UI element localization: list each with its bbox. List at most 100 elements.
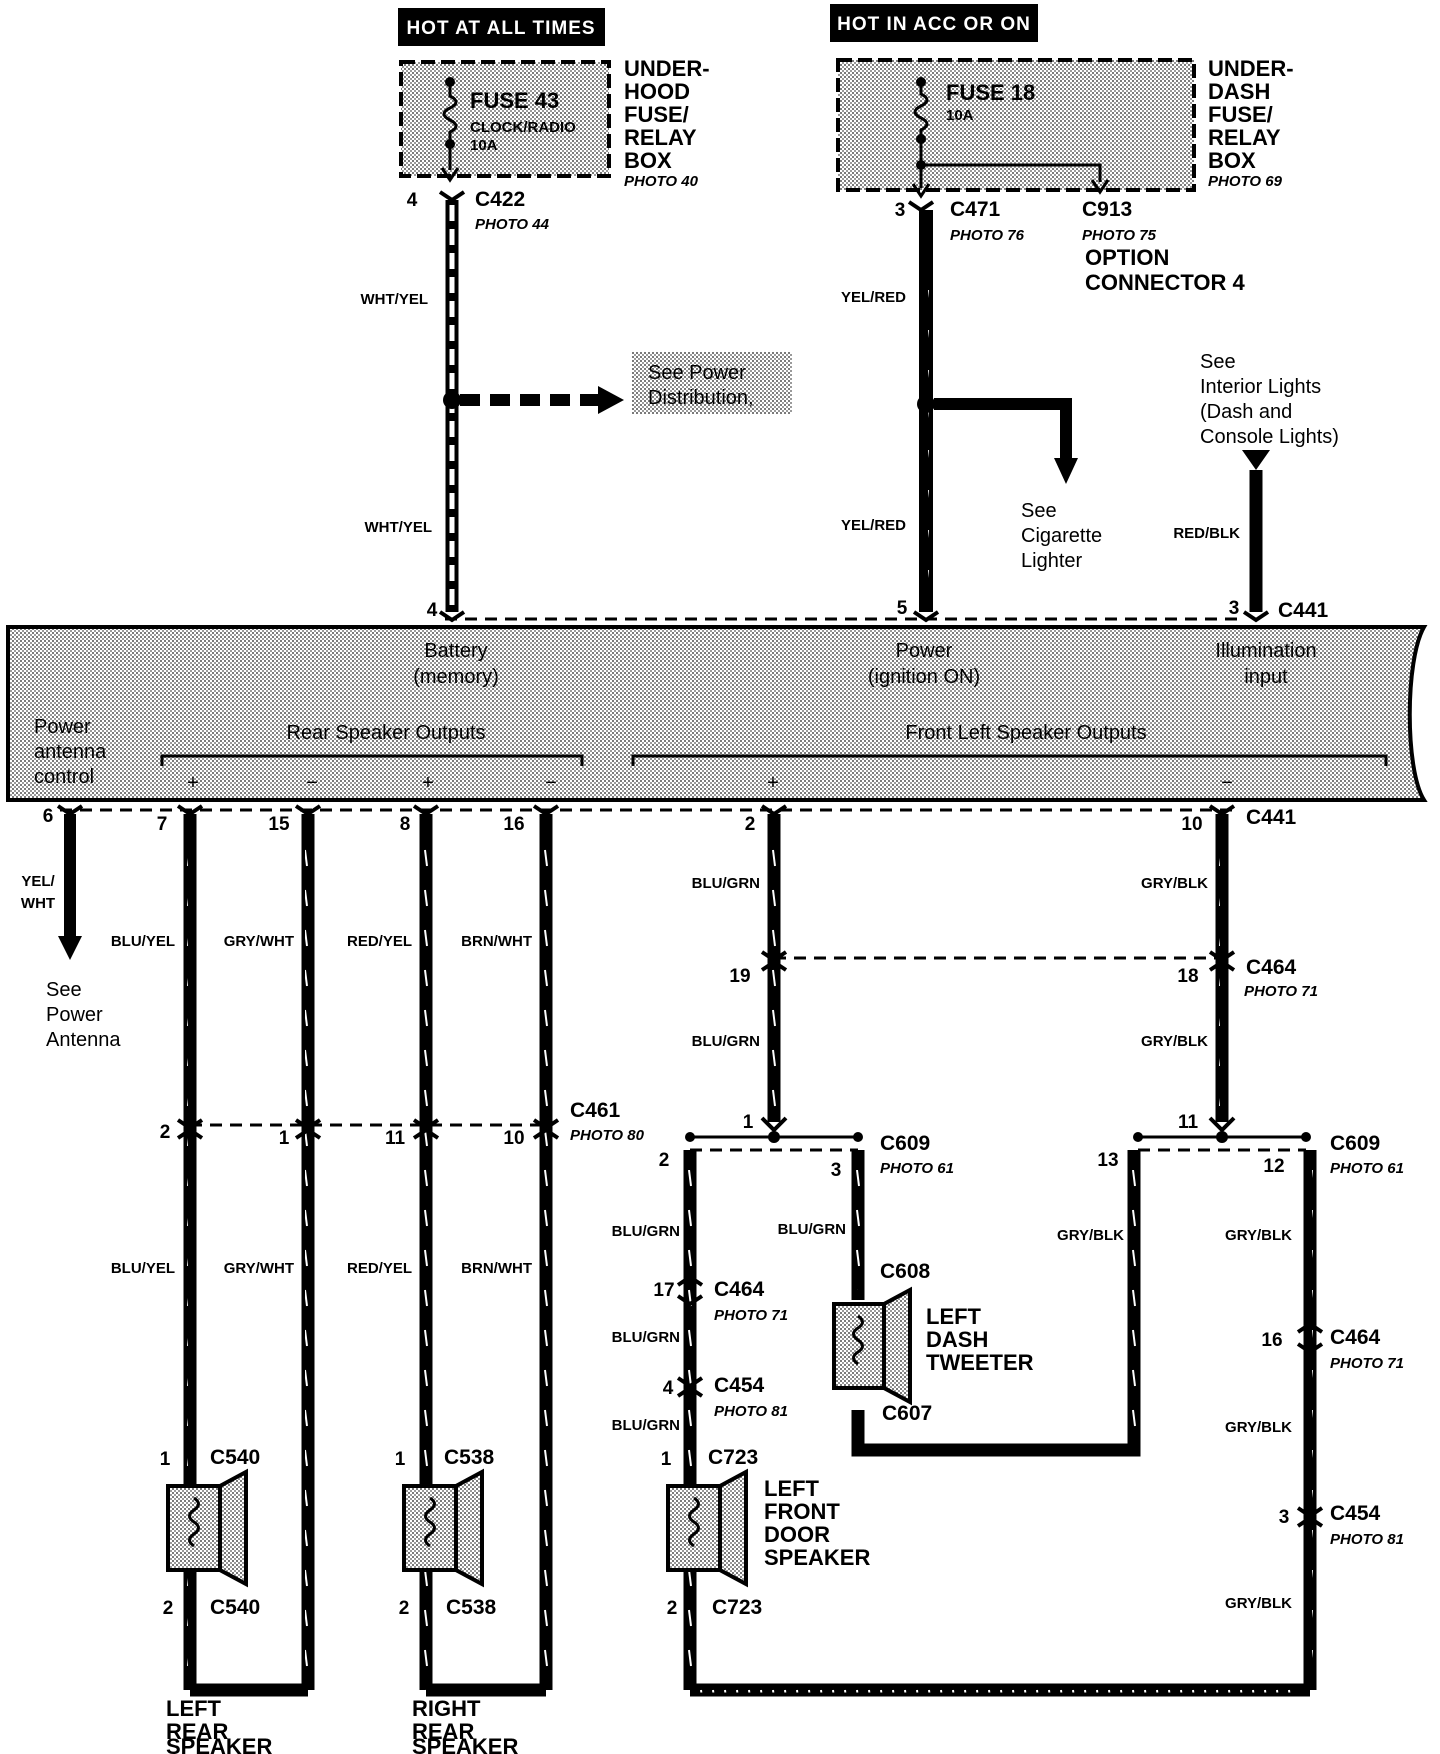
svg-text:antenna: antenna <box>34 741 107 763</box>
see-power-distribution-note: See Power Distribution, <box>632 352 792 414</box>
svg-text:4: 4 <box>407 190 418 211</box>
svg-text:LEFT: LEFT <box>764 1476 820 1501</box>
svg-text:PHOTO 40: PHOTO 40 <box>624 173 699 190</box>
svg-text:See: See <box>1021 500 1057 522</box>
tweeter-feed: BLU/GRN C608 GRY/BLK C607 <box>778 1150 1141 1457</box>
svg-text:GRY/WHT: GRY/WHT <box>224 1260 294 1277</box>
underdash-box-label: UNDER- DASH FUSE/ RELAY BOX PHOTO 69 <box>1208 56 1294 190</box>
svg-text:16: 16 <box>503 814 524 835</box>
svg-text:3: 3 <box>831 1160 842 1181</box>
svg-text:C538: C538 <box>444 1446 495 1469</box>
svg-text:19: 19 <box>729 966 750 987</box>
svg-text:Distribution,: Distribution, <box>648 387 754 409</box>
svg-text:BLU/YEL: BLU/YEL <box>111 1260 175 1277</box>
svg-text:PHOTO 71: PHOTO 71 <box>1330 1355 1404 1372</box>
svg-text:GRY/BLK: GRY/BLK <box>1225 1595 1292 1612</box>
svg-text:Antenna: Antenna <box>46 1029 121 1051</box>
svg-text:Battery: Battery <box>424 640 487 662</box>
svg-text:Console Lights): Console Lights) <box>1200 426 1339 448</box>
svg-text:UNDER-: UNDER- <box>1208 56 1294 81</box>
svg-text:FUSE/: FUSE/ <box>1208 102 1273 127</box>
c464-connector-top: 19 18 C464 PHOTO 71 <box>729 950 1318 1000</box>
svg-text:PHOTO 44: PHOTO 44 <box>475 216 550 233</box>
svg-text:REAR: REAR <box>412 1719 474 1744</box>
svg-text:WHT/YEL: WHT/YEL <box>365 519 433 536</box>
svg-text:2: 2 <box>667 1598 678 1619</box>
svg-text:PHOTO 71: PHOTO 71 <box>714 1307 788 1324</box>
svg-text:6: 6 <box>43 806 54 827</box>
svg-text:−: − <box>306 772 318 794</box>
svg-text:RELAY: RELAY <box>1208 125 1281 150</box>
svg-text:3: 3 <box>1229 598 1240 619</box>
svg-text:GRY/BLK: GRY/BLK <box>1141 875 1208 892</box>
svg-text:1: 1 <box>743 1112 754 1133</box>
right-rear-speaker: 1 C538 2 C538 RIGHT REAR SPEAKER <box>395 1446 546 1754</box>
svg-text:BRN/WHT: BRN/WHT <box>461 933 532 950</box>
left-rear-speaker: 1 C540 2 C540 LEFT REAR SPEAKER <box>160 1446 308 1754</box>
svg-text:BLU/GRN: BLU/GRN <box>692 1033 760 1050</box>
svg-text:BOX: BOX <box>1208 148 1256 173</box>
c609-left-splice: 1 2 3 C609 PHOTO 61 <box>659 1112 954 1181</box>
svg-text:(Dash and: (Dash and <box>1200 401 1292 423</box>
svg-text:FRONT: FRONT <box>764 1499 840 1524</box>
svg-text:10: 10 <box>503 1128 524 1149</box>
svg-text:LEFT: LEFT <box>166 1696 222 1721</box>
red-blk-wire: RED/BLK <box>1173 450 1270 612</box>
svg-text:LEFT: LEFT <box>926 1304 982 1329</box>
svg-text:BOX: BOX <box>624 148 672 173</box>
door-speaker-feed: BLU/GRN BLU/GRN BLU/GRN 17 C464 PHOTO 71… <box>612 1150 788 1690</box>
svg-text:C538: C538 <box>446 1596 497 1619</box>
svg-text:GRY/WHT: GRY/WHT <box>224 933 294 950</box>
svg-text:C723: C723 <box>712 1596 762 1619</box>
svg-text:PHOTO 71: PHOTO 71 <box>1244 983 1318 1000</box>
svg-text:TWEETER: TWEETER <box>926 1350 1034 1375</box>
svg-text:HOOD: HOOD <box>624 79 690 104</box>
svg-text:YEL/: YEL/ <box>21 873 55 890</box>
svg-text:3: 3 <box>895 200 906 221</box>
svg-text:C609: C609 <box>880 1132 930 1155</box>
radio-module: Battery (memory) Power (ignition ON) Ill… <box>6 625 1428 802</box>
front-left-gry-blk-wire: GRY/BLK GRY/BLK <box>1141 804 1236 1122</box>
svg-text:PHOTO 81: PHOTO 81 <box>1330 1531 1404 1548</box>
svg-text:Power: Power <box>34 716 91 738</box>
svg-text:See: See <box>46 979 82 1001</box>
svg-text:C454: C454 <box>1330 1502 1381 1525</box>
left-dash-tweeter: LEFT DASH TWEETER <box>832 1286 1034 1406</box>
fuse-43-label: FUSE 43 <box>470 88 559 113</box>
svg-text:1: 1 <box>395 1449 406 1470</box>
svg-text:OPTION: OPTION <box>1085 245 1169 270</box>
svg-text:RED/BLK: RED/BLK <box>1173 525 1240 542</box>
underdash-fuse-box: FUSE 18 10A <box>836 58 1196 199</box>
svg-text:(memory): (memory) <box>413 666 499 688</box>
svg-text:UNDER-: UNDER- <box>624 56 710 81</box>
svg-text:2: 2 <box>163 1598 174 1619</box>
svg-text:C913: C913 <box>1082 198 1132 221</box>
svg-text:11: 11 <box>1178 1112 1199 1133</box>
svg-text:YEL/RED: YEL/RED <box>841 517 906 534</box>
svg-text:Illumination: Illumination <box>1215 640 1316 662</box>
svg-text:C609: C609 <box>1330 1132 1380 1155</box>
svg-text:control: control <box>34 766 94 788</box>
module-bottom-pins: 6 7 15 8 16 2 10 C441 <box>43 806 1297 835</box>
svg-text:BLU/YEL: BLU/YEL <box>111 933 175 950</box>
svg-text:15: 15 <box>268 814 290 835</box>
svg-text:5: 5 <box>897 598 908 619</box>
svg-text:(ignition ON): (ignition ON) <box>868 666 980 688</box>
c461-connector: 2 1 11 10 C461 PHOTO 80 <box>160 1099 645 1149</box>
svg-text:DASH: DASH <box>1208 79 1270 104</box>
svg-text:RELAY: RELAY <box>624 125 697 150</box>
svg-text:18: 18 <box>1177 966 1198 987</box>
module-top-pins: 4 5 3 C441 <box>427 598 1329 623</box>
svg-text:HOT AT ALL TIMES: HOT AT ALL TIMES <box>406 18 595 39</box>
svg-text:C464: C464 <box>1246 956 1297 979</box>
svg-text:BLU/GRN: BLU/GRN <box>612 1417 680 1434</box>
yel-red-wire: YEL/RED YEL/RED <box>841 210 1078 612</box>
svg-text:PHOTO 61: PHOTO 61 <box>1330 1160 1404 1177</box>
svg-text:Power: Power <box>46 1004 103 1026</box>
left-front-door-speaker: 1 C723 2 C723 LEFT FRONT DOOR SPEAKER <box>661 1446 871 1619</box>
svg-text:C441: C441 <box>1278 599 1329 622</box>
svg-text:Interior Lights: Interior Lights <box>1200 376 1321 398</box>
svg-text:C540: C540 <box>210 1446 260 1469</box>
svg-text:C540: C540 <box>210 1596 260 1619</box>
svg-text:16: 16 <box>1261 1330 1282 1351</box>
